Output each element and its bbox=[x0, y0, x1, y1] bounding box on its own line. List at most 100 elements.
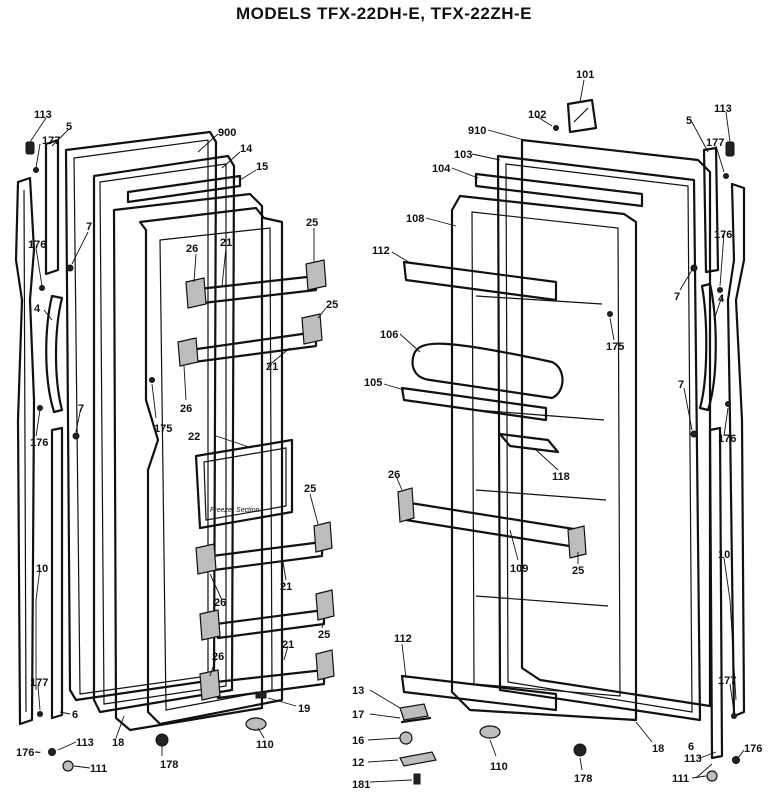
label-176: 176~ bbox=[16, 747, 41, 759]
pin-17 bbox=[400, 716, 432, 724]
left-trim-strip bbox=[14, 176, 36, 726]
hinge-cap-113 bbox=[25, 141, 35, 155]
shelf-rail-1 bbox=[188, 274, 318, 306]
bracket-26-3 bbox=[195, 543, 217, 575]
right-part-labels: 101 102 910 103 104 113 5 177 108 176 11… bbox=[352, 69, 762, 791]
page-title: MODELS TFX-22DH-E, TFX-22ZH-E bbox=[236, 4, 532, 23]
label-103: 103 bbox=[454, 149, 472, 161]
bracket-25-3 bbox=[313, 521, 333, 553]
label-178: 178 bbox=[574, 773, 592, 785]
door-handle bbox=[45, 294, 64, 414]
label-10: 10 bbox=[718, 549, 730, 561]
plug-178-right bbox=[573, 743, 587, 757]
label-7: 7 bbox=[674, 291, 680, 303]
label-112: 112 bbox=[394, 633, 412, 645]
label-113: 113 bbox=[76, 737, 94, 749]
label-176: 176 bbox=[30, 437, 48, 449]
label-26: 26 bbox=[180, 403, 192, 415]
screw-177-bottom bbox=[37, 711, 43, 717]
bushing-111 bbox=[62, 760, 74, 772]
breaker-strip-top bbox=[126, 174, 242, 204]
label-175: 175 bbox=[606, 341, 624, 353]
label-19: 19 bbox=[298, 703, 310, 715]
label-177: 177 bbox=[706, 137, 724, 149]
hinge-12 bbox=[399, 751, 437, 767]
screw-175-right bbox=[607, 311, 613, 317]
hinge-plate-13 bbox=[399, 703, 429, 721]
label-26: 26 bbox=[212, 651, 224, 663]
label-176: 176 bbox=[744, 743, 762, 755]
outer-door-910 bbox=[520, 138, 712, 708]
label-181: 181 bbox=[352, 779, 370, 791]
screw-102 bbox=[553, 125, 559, 131]
label-15: 15 bbox=[256, 161, 268, 173]
hinge-strip-bottom bbox=[50, 426, 64, 720]
breaker-strip-104 bbox=[474, 172, 644, 208]
bracket-26-5 bbox=[199, 669, 221, 701]
label-4: 4 bbox=[34, 303, 41, 315]
label-178: 178 bbox=[160, 759, 178, 771]
label-6: 6 bbox=[72, 709, 78, 721]
label-7: 7 bbox=[86, 221, 92, 233]
screw-177-right-bottom bbox=[731, 713, 737, 719]
fresh-food-door-assembly bbox=[397, 98, 746, 785]
label-5: 5 bbox=[686, 115, 692, 127]
screw-175 bbox=[149, 377, 155, 383]
label-26: 26 bbox=[186, 243, 198, 255]
bracket-26-2 bbox=[177, 337, 199, 367]
hinge-strip-top bbox=[44, 138, 60, 276]
label-7: 7 bbox=[78, 403, 84, 415]
freezer-section-panel bbox=[194, 438, 294, 530]
label-22: 22 bbox=[188, 431, 200, 443]
door-gasket bbox=[92, 154, 236, 714]
label-6: 6 bbox=[688, 741, 694, 753]
label-111: 111 bbox=[672, 773, 689, 785]
screw-176-right-bottom bbox=[732, 756, 740, 764]
label-176: 176 bbox=[28, 239, 46, 251]
label-21: 21 bbox=[280, 581, 292, 593]
shelf-rail-3 bbox=[210, 540, 324, 572]
label-12: 12 bbox=[352, 757, 364, 769]
leader-lines bbox=[29, 79, 745, 783]
label-25: 25 bbox=[318, 629, 330, 641]
label-112: 112 bbox=[372, 245, 390, 257]
label-113: 113 bbox=[714, 103, 732, 115]
bushing-16 bbox=[399, 731, 413, 745]
label-16: 16 bbox=[352, 735, 364, 747]
label-101: 101 bbox=[576, 69, 594, 81]
label-26: 26 bbox=[214, 597, 226, 609]
label-14: 14 bbox=[240, 143, 253, 155]
bracket-25-1 bbox=[305, 259, 327, 291]
label-18: 18 bbox=[652, 743, 664, 755]
label-7: 7 bbox=[678, 379, 684, 391]
label-900: 900 bbox=[218, 127, 236, 139]
panel-text: Freezer Section bbox=[210, 507, 260, 514]
label-110: 110 bbox=[256, 739, 274, 751]
butter-door-118 bbox=[498, 432, 560, 454]
label-113: 113 bbox=[34, 109, 52, 121]
label-910: 910 bbox=[468, 125, 486, 137]
label-110: 110 bbox=[490, 761, 508, 773]
label-113: 113 bbox=[684, 753, 702, 765]
nameplate-101 bbox=[566, 98, 598, 134]
screw-181 bbox=[413, 773, 421, 785]
door-gasket-103 bbox=[496, 154, 702, 722]
label-177: 177 bbox=[30, 677, 48, 689]
dairy-compartment-106 bbox=[411, 342, 564, 400]
label-118: 118 bbox=[552, 471, 570, 483]
bracket-25-5 bbox=[315, 649, 335, 681]
screw-7-right-bottom bbox=[690, 430, 698, 438]
label-111: 111 bbox=[90, 763, 107, 775]
label-177: 177 bbox=[42, 135, 60, 147]
label-177: 177 bbox=[718, 675, 736, 687]
door-handle-right bbox=[698, 282, 717, 412]
label-21: 21 bbox=[282, 639, 294, 651]
bracket-25-4 bbox=[315, 589, 335, 621]
screw-7-top bbox=[66, 264, 74, 272]
label-10: 10 bbox=[36, 563, 48, 575]
shelf-rail-109 bbox=[402, 500, 584, 550]
spacer-19 bbox=[255, 691, 267, 699]
label-109: 109 bbox=[510, 563, 528, 575]
